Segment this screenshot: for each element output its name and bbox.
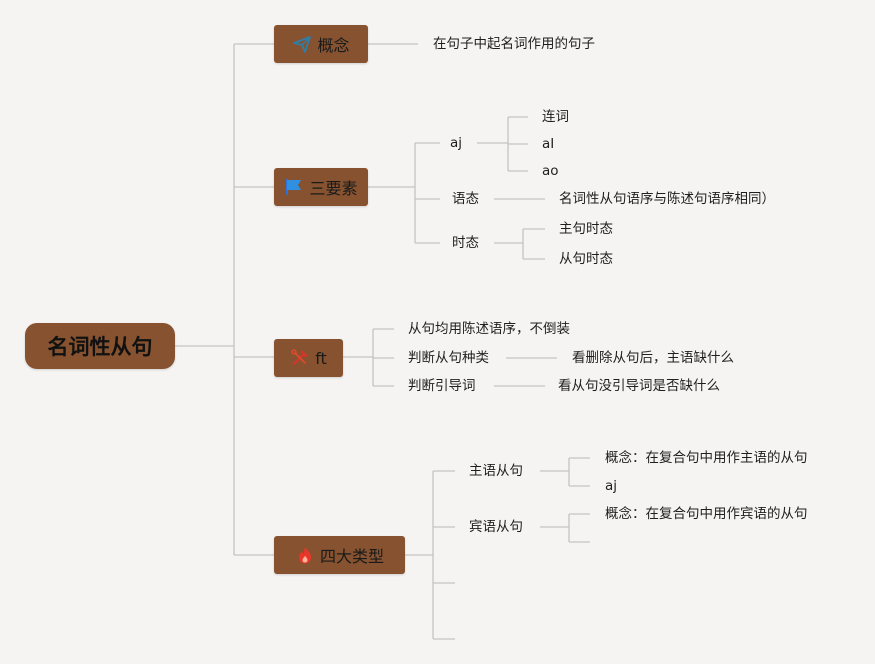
- voice-label[interactable]: 语态: [452, 191, 479, 207]
- branch-ft-label: ft: [315, 348, 327, 368]
- connector-tense: [494, 228, 545, 260]
- tense-item[interactable]: 从句时态: [559, 251, 613, 267]
- paper-plane-icon: [292, 34, 312, 54]
- branch-concept[interactable]: 概念: [274, 25, 368, 63]
- flag-icon: [284, 177, 304, 197]
- tense-label[interactable]: 时态: [452, 235, 479, 251]
- connector-ft-trunk: [343, 329, 374, 386]
- fire-icon: [295, 545, 315, 565]
- concept-note[interactable]: 在句子中起名词作用的句子: [433, 36, 595, 52]
- object-clause-label[interactable]: 宾语从句: [469, 519, 523, 535]
- ft-judge-type-note[interactable]: 看删除从句后，主语缺什么: [572, 350, 734, 366]
- connector-object: [540, 513, 590, 543]
- ft-judge-word-note[interactable]: 看从句没引导词是否缺什么: [558, 378, 720, 394]
- branch-four-types-label: 四大类型: [319, 547, 384, 566]
- branch-ft[interactable]: ft: [274, 339, 343, 377]
- object-clause-item[interactable]: 概念：在复合句中用作宾语的从句: [605, 506, 808, 522]
- subject-clause-label[interactable]: 主语从句: [469, 463, 523, 479]
- branch-three-elements-label: 三要素: [309, 179, 358, 198]
- tools-icon: [290, 348, 310, 368]
- root-node[interactable]: 名词性从句: [25, 323, 175, 369]
- connector-subject: [540, 457, 590, 487]
- root-label: 名词性从句: [47, 335, 153, 359]
- tense-item[interactable]: 主句时态: [559, 221, 613, 237]
- connector-aj: [477, 116, 528, 172]
- branch-four-types[interactable]: 四大类型: [274, 536, 405, 574]
- branch-concept-label: 概念: [317, 36, 350, 55]
- aj-item[interactable]: ao: [542, 163, 559, 179]
- aj-label[interactable]: aj: [450, 135, 463, 151]
- ft-order[interactable]: 从句均用陈述语序，不倒装: [408, 321, 570, 337]
- subject-clause-item[interactable]: 概念：在复合句中用作主语的从句: [605, 450, 808, 466]
- voice-note[interactable]: 名词性从句语序与陈述句语序相同）: [559, 191, 775, 207]
- branch-three-elements[interactable]: 三要素: [274, 168, 368, 206]
- aj-item[interactable]: 连词: [542, 109, 569, 125]
- ft-judge-type[interactable]: 判断从句种类: [408, 350, 489, 366]
- connector-three-trunk: [368, 143, 416, 243]
- connector-four-trunk: [405, 471, 434, 639]
- aj-item[interactable]: aI: [542, 136, 555, 152]
- subject-clause-item[interactable]: aj: [605, 478, 618, 494]
- ft-judge-word[interactable]: 判断引导词: [408, 378, 476, 394]
